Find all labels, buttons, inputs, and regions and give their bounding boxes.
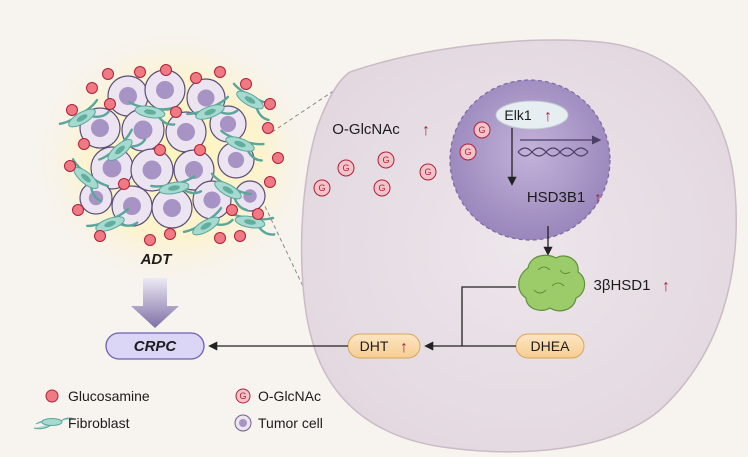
legend-oglcnac-label: O-GlcNAc [258, 388, 321, 404]
tumor-cell [173, 149, 215, 191]
legend-fibroblast-icon [33, 417, 75, 430]
legend-glucosamine-label: Glucosamine [68, 388, 150, 404]
glucosamine-dot [164, 228, 176, 240]
enzyme-up-arrow: ↑ [662, 278, 670, 295]
fibroblast [98, 128, 147, 162]
glucosamine-dot [66, 104, 78, 116]
oglcnac-marker: G [373, 179, 391, 197]
elk1-pill [495, 100, 569, 130]
fibroblast [182, 206, 234, 236]
glucosamine-dot [264, 176, 276, 188]
glucosamine-dot [214, 232, 226, 244]
glucosamine-dot [272, 152, 284, 164]
oglcnac-up-arrow: ↑ [422, 122, 430, 139]
legend-glucosamine-icon [45, 389, 59, 403]
fibroblast [58, 98, 110, 128]
glucosamine-dot [104, 98, 116, 110]
enzyme-3bhsd1-icon [518, 254, 586, 312]
fibroblast [220, 129, 265, 162]
oglcnac-marker: G [377, 151, 395, 169]
hsd3b1-label: HSD3B1 [527, 189, 585, 206]
glucosamine-dot [194, 144, 206, 156]
crpc-pill [105, 332, 205, 360]
svg-text:G: G [342, 163, 349, 173]
glucosamine-dot [102, 68, 114, 80]
catalysis-line [461, 286, 516, 346]
tumor-cell [144, 69, 186, 111]
elk1-label: Elk1 [504, 107, 531, 123]
dhea-label: DHEA [531, 338, 571, 354]
legend-tumor-cell-label: Tumor cell [258, 415, 323, 431]
legend: Glucosamine G O-GlcNAc Fibroblast Tumor … [33, 388, 323, 432]
oglcnac-label: O-GlcNAc [332, 121, 400, 138]
glucosamine-dot [144, 234, 156, 246]
glucosamine-dot [160, 64, 172, 76]
glucosamine-dot [118, 178, 130, 190]
glucosamine-dot [134, 66, 146, 78]
adt-to-crpc-arrow [131, 278, 179, 328]
glucosamine-dot [262, 122, 274, 134]
legend-oglcnac-icon: G [235, 388, 251, 404]
glucosamine-dot [170, 106, 182, 118]
oglcnac-marker: G [459, 143, 477, 161]
crpc-label: CRPC [134, 338, 178, 355]
tumor-cell [121, 108, 165, 152]
oglcnac-marker: G [419, 163, 437, 181]
fibroblast [128, 101, 176, 126]
fibroblast [186, 95, 239, 120]
enzyme-label: 3βHSD1 [594, 277, 651, 294]
dht-up-arrow: ↑ [400, 339, 408, 356]
fibroblast [71, 158, 110, 203]
glucosamine-dot [64, 160, 76, 172]
fibroblast [150, 175, 203, 195]
oglcnac-marker: G [473, 121, 491, 139]
glucosamine-dot [234, 230, 246, 242]
fibroblast [86, 207, 139, 232]
glucosamine-dot [264, 98, 276, 110]
glucosamine-dot [252, 208, 264, 220]
fibroblast [210, 172, 253, 212]
svg-text:G: G [382, 155, 389, 165]
svg-text:G: G [239, 391, 246, 401]
zoom-line-top [271, 87, 339, 133]
oglcnac-marker: G [337, 159, 355, 177]
glucosamine-dot [154, 144, 166, 156]
glucosamine-dot [72, 204, 84, 216]
glucosamine-dot [86, 82, 98, 94]
glucosamine-dot [214, 66, 226, 78]
svg-text:G: G [424, 167, 431, 177]
dht-label: DHT [360, 338, 389, 354]
tumor-cell [151, 187, 193, 229]
glucosamine-dot [94, 230, 106, 242]
glucosamine-dot [190, 72, 202, 84]
elk1-up-arrow: ↑ [544, 108, 552, 125]
nucleus [449, 79, 611, 241]
svg-text:G: G [318, 183, 325, 193]
oglcnac-marker: G [313, 179, 331, 197]
dna-icon [517, 135, 602, 157]
oglcnac-markers: G G G G G G G [313, 121, 491, 197]
svg-text:G: G [478, 125, 485, 135]
hsd3b1-up-arrow: ↑ [594, 190, 602, 207]
tumor-cell [165, 111, 207, 153]
legend-tumor-cell-icon [234, 414, 252, 432]
svg-text:G: G [378, 183, 385, 193]
legend-fibroblast-label: Fibroblast [68, 415, 130, 431]
glucosamine-dot [78, 138, 90, 150]
tumor-tissue [58, 64, 284, 246]
glucosamine-dot [240, 78, 252, 90]
glucosamine-dot [226, 204, 238, 216]
svg-text:G: G [464, 147, 471, 157]
adt-label: ADT [140, 251, 174, 268]
tumor-cell [130, 148, 174, 192]
